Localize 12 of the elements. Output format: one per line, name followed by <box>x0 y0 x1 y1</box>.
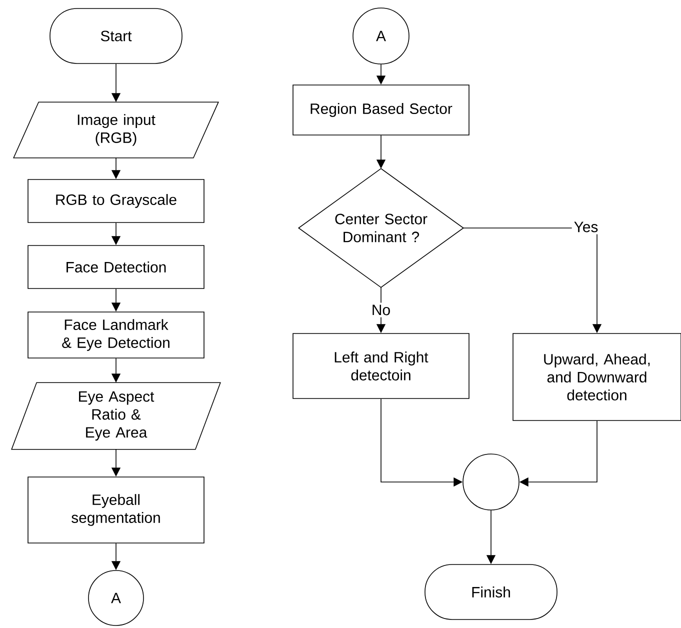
edge-label: No <box>369 302 393 318</box>
process-box: Upward, Ahead, and Downward detection <box>512 333 681 421</box>
process-box: RGB to Grayscale <box>28 179 204 223</box>
process-box: Eyeball segmentation <box>28 476 204 544</box>
data-parallelogram: Image input (RGB) <box>13 102 220 158</box>
process-box: Face Detection <box>28 245 204 289</box>
connector-circle <box>462 454 520 510</box>
process-box: Left and Right detectoin <box>292 333 470 399</box>
process-box: Region Based Sector <box>292 84 470 136</box>
edge-label: Yes <box>572 220 600 234</box>
data-parallelogram: Eye Aspect Ratio & Eye Area <box>11 382 221 450</box>
process-box: Face Landmark & Eye Detection <box>28 312 204 358</box>
